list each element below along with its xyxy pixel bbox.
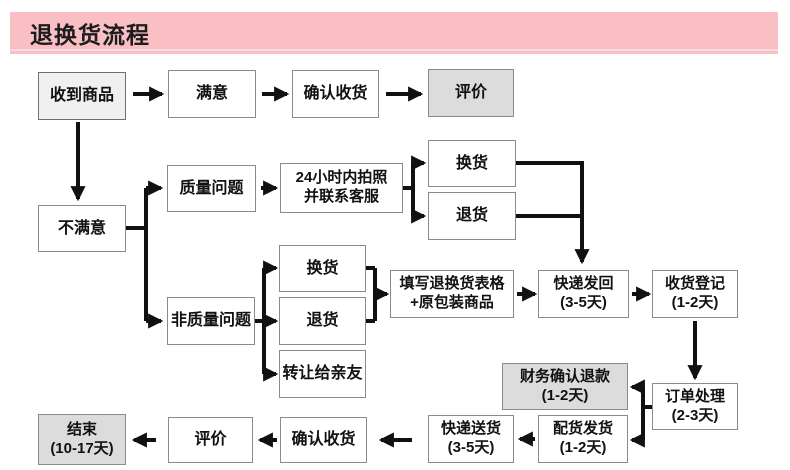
node-label: 转让给亲友 — [282, 365, 363, 382]
node-label: 收货登记 — [664, 275, 725, 293]
node-label: 配货发货 — [552, 420, 613, 438]
node-label: 不满意 — [57, 219, 106, 237]
node-received-goods: 收到商品 — [38, 72, 126, 120]
node-express-sendback: 快递发回 (3-5天) — [538, 270, 629, 318]
node-label-line2: 并联系客服 — [303, 188, 379, 205]
node-label: 质量问题 — [179, 179, 244, 197]
node-label: 评价 — [454, 84, 487, 101]
merge-quality-lines — [516, 161, 582, 218]
node-label-line2: (3-5天) — [560, 294, 607, 311]
banner-stripe — [10, 49, 778, 51]
node-label-line2: +原包装商品 — [410, 294, 494, 311]
node-label-line2: (1-2天) — [541, 386, 589, 404]
node-label: 填写退换货表格 — [399, 275, 505, 293]
node-confirm-receipt-bottom: 确认收货 — [280, 417, 367, 463]
node-label: 收到商品 — [49, 87, 114, 104]
node-finance-refund: 财务确认退款 (1-2天) — [502, 363, 628, 410]
bracket-nonquality — [255, 268, 266, 374]
node-return-quality: 退货 — [428, 192, 516, 240]
node-review-bottom: 评价 — [168, 417, 253, 463]
node-label: 结束 — [66, 420, 97, 438]
node-label-line2: (1-2天) — [559, 439, 607, 456]
node-label: 确认收货 — [291, 431, 356, 448]
node-photo-contact-service: 24小时内拍照 并联系客服 — [280, 163, 403, 213]
node-label-line2: (10-17天) — [50, 439, 114, 457]
page-title: 退换货流程 — [30, 22, 150, 48]
node-transfer-to-friends: 转让给亲友 — [279, 350, 366, 398]
node-label: 订单处理 — [664, 387, 725, 405]
node-label: 确认收货 — [303, 85, 368, 102]
node-label-line2: (3-5天) — [447, 439, 495, 456]
node-express-delivery: 快递送货 (3-5天) — [428, 415, 514, 463]
node-receipt-register: 收货登记 (1-2天) — [652, 270, 738, 318]
node-quality-issue: 质量问题 — [167, 165, 256, 212]
title-banner: 退换货流程 — [10, 12, 778, 54]
node-label-line2: (2-3天) — [671, 406, 719, 424]
node-fill-return-form: 填写退换货表格 +原包装商品 — [390, 270, 514, 318]
node-exchange-nonquality: 换货 — [279, 245, 366, 292]
bracket-unsatisfied — [126, 188, 148, 321]
node-label: 快递送货 — [440, 420, 501, 438]
node-label: 换货 — [306, 259, 339, 277]
node-return-nonquality: 退货 — [279, 297, 366, 345]
node-dispatch-shipping: 配货发货 (1-2天) — [538, 415, 628, 463]
bracket-order — [641, 387, 652, 440]
node-exchange-quality: 换货 — [428, 140, 516, 187]
node-label: 财务确认退款 — [519, 367, 610, 385]
node-label: 快递发回 — [553, 275, 614, 293]
node-label: 24小时内拍照 — [295, 169, 388, 187]
node-label-line2: (1-2天) — [671, 294, 719, 311]
node-label: 满意 — [195, 85, 228, 102]
node-satisfied: 满意 — [168, 70, 256, 118]
node-label: 非质量问题 — [170, 312, 251, 329]
node-label: 换货 — [455, 154, 488, 172]
node-end: 结束 (10-17天) — [38, 414, 126, 465]
node-review-top: 评价 — [428, 69, 514, 117]
node-label: 评价 — [194, 431, 227, 448]
node-confirm-receipt-top: 确认收货 — [292, 70, 379, 118]
node-non-quality-issue: 非质量问题 — [167, 297, 255, 345]
node-label: 退货 — [306, 312, 339, 329]
node-label: 退货 — [455, 207, 488, 224]
node-unsatisfied: 不满意 — [38, 205, 126, 252]
bracket-photo — [403, 163, 415, 216]
merge-nonquality-lines — [366, 266, 377, 323]
node-order-processing: 订单处理 (2-3天) — [652, 383, 738, 430]
